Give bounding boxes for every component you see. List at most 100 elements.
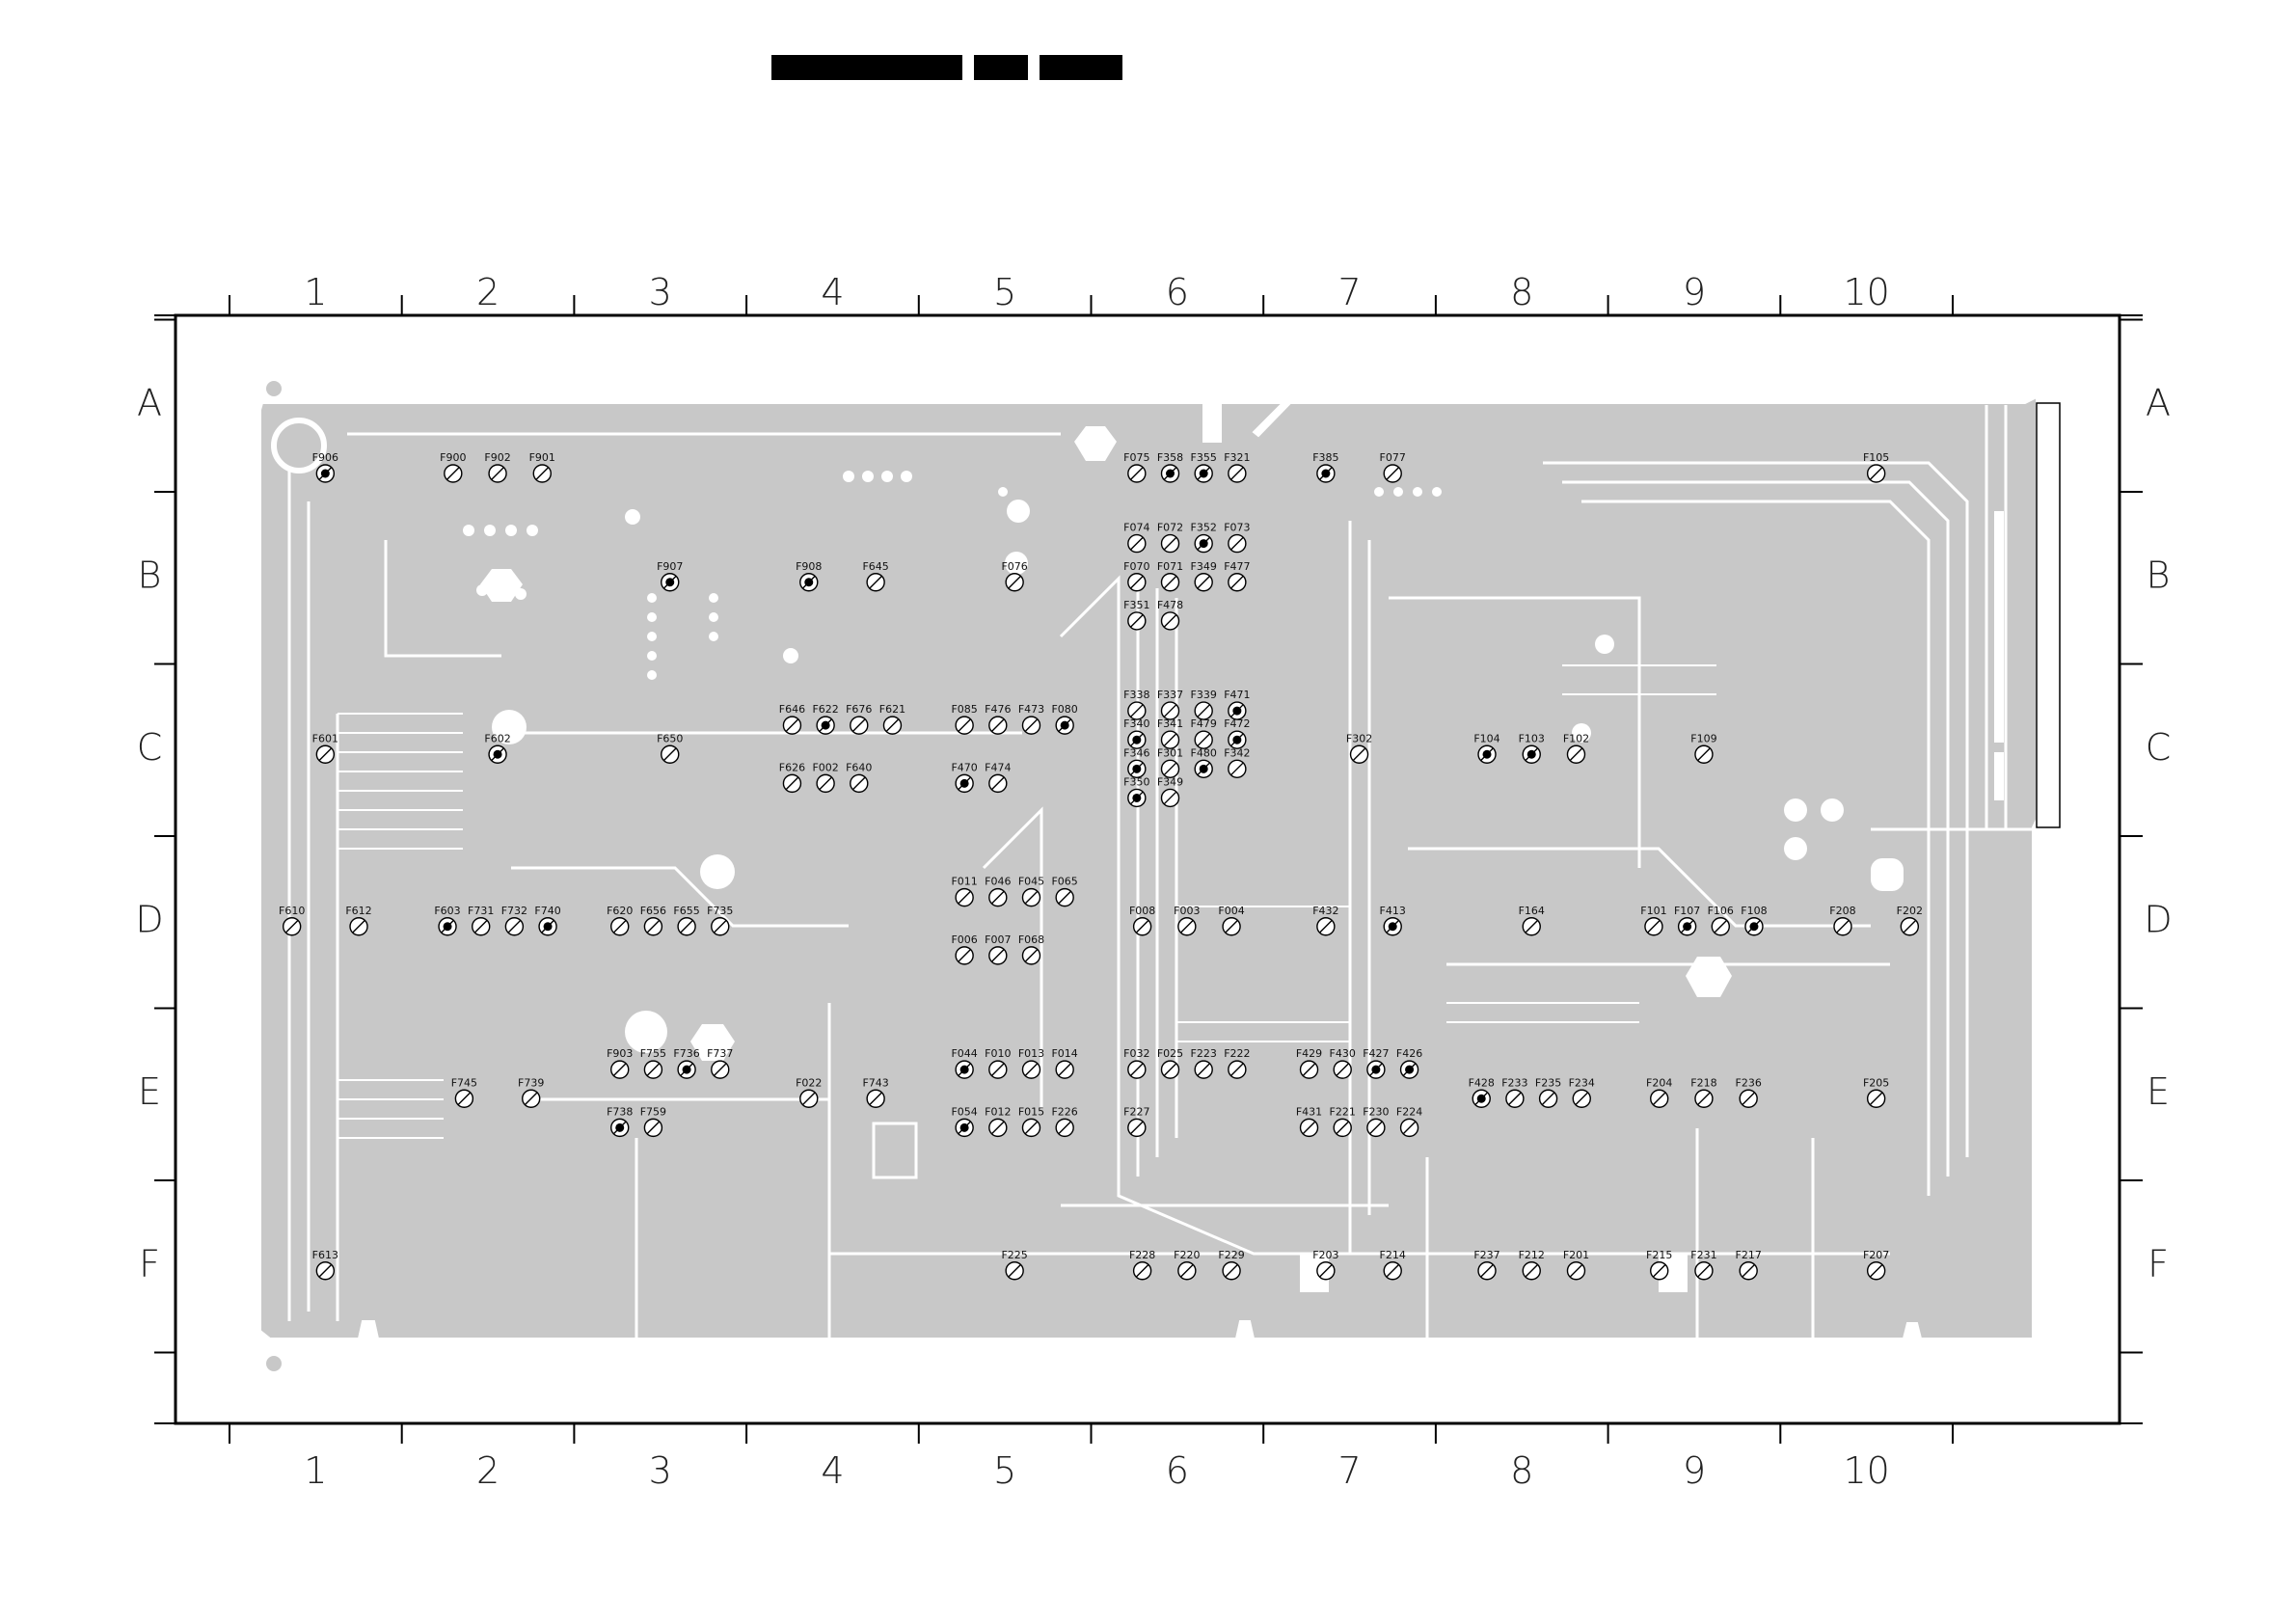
test-point-label: F236 — [1736, 1076, 1762, 1089]
test-point-f346: F346 — [1123, 746, 1150, 779]
test-point-f235: F235 — [1535, 1076, 1561, 1108]
test-point-label: F228 — [1129, 1249, 1155, 1261]
test-point-label: F340 — [1123, 717, 1149, 730]
test-point-f230: F230 — [1363, 1105, 1390, 1138]
test-point-label: F072 — [1157, 522, 1183, 534]
test-point-mark — [663, 747, 677, 761]
test-point-label: F202 — [1897, 905, 1923, 917]
test-point-label: F745 — [451, 1076, 477, 1089]
test-point-f656: F656 — [640, 905, 666, 936]
test-point-f903: F903 — [607, 1047, 633, 1079]
test-point-f413: F413 — [1380, 905, 1406, 936]
test-point-f012: F012 — [985, 1105, 1011, 1138]
test-point-label: F007 — [985, 933, 1011, 946]
ic-pads-center — [1176, 664, 1716, 1042]
test-point-label: F045 — [1018, 876, 1044, 888]
test-point-label: F621 — [879, 703, 905, 716]
test-point-f205: F205 — [1863, 1076, 1889, 1108]
test-point-label: F014 — [1051, 1047, 1077, 1060]
test-point-f610: F610 — [279, 905, 305, 936]
test-point-label: F735 — [707, 905, 733, 917]
test-point-mark — [991, 1063, 1005, 1076]
test-point-f104: F104 — [1473, 732, 1500, 764]
test-point-mark — [1714, 920, 1727, 933]
component-pads — [463, 471, 1844, 860]
test-point-mark — [885, 718, 899, 732]
test-point-f645: F645 — [862, 560, 889, 592]
test-point-dot — [1405, 1065, 1415, 1074]
test-point-mark — [785, 776, 798, 790]
redaction-bar-3 — [1040, 55, 1122, 80]
grid-column-label-top: 10 — [1843, 271, 1889, 313]
test-point-mark — [1369, 1121, 1383, 1134]
test-point-label: F385 — [1312, 451, 1338, 464]
test-point-label: F427 — [1363, 1047, 1389, 1060]
test-point-mark — [1008, 1264, 1021, 1278]
test-point-f655: F655 — [673, 905, 700, 936]
test-point-f070: F070 — [1123, 560, 1150, 592]
test-point-label: F426 — [1396, 1047, 1422, 1060]
test-point-label: F204 — [1646, 1076, 1672, 1089]
test-point-label: F025 — [1157, 1047, 1183, 1060]
test-point-mark — [1903, 920, 1916, 933]
test-point-f003: F003 — [1174, 905, 1201, 936]
test-point-label: F613 — [312, 1249, 338, 1261]
test-point-label: F736 — [673, 1047, 699, 1060]
test-point-f234: F234 — [1569, 1076, 1595, 1108]
test-point-f076: F076 — [1001, 560, 1028, 592]
test-point-f470: F470 — [951, 761, 978, 794]
test-point-f621: F621 — [879, 703, 905, 735]
test-point-mark — [1303, 1063, 1316, 1076]
test-point-mark — [1164, 791, 1177, 804]
test-point-f738: F738 — [607, 1105, 633, 1138]
test-point-label: F218 — [1690, 1076, 1716, 1089]
test-point-dot — [320, 469, 330, 478]
test-point-mark — [852, 718, 866, 732]
redaction-bar-2 — [974, 55, 1028, 80]
connector-pins-left — [338, 713, 463, 1139]
test-point-label: F077 — [1380, 451, 1406, 464]
test-point-mark — [1197, 1063, 1210, 1076]
grid-column-label-bottom: 4 — [821, 1449, 844, 1492]
test-point-f902: F902 — [484, 451, 511, 483]
test-point-label: F106 — [1708, 905, 1734, 917]
test-point-label: F676 — [846, 703, 872, 716]
test-point-f077: F077 — [1380, 451, 1406, 483]
grid-row-label-right: E — [2147, 1070, 2170, 1113]
test-point-mark — [613, 1063, 627, 1076]
header-redaction — [771, 55, 1122, 80]
test-point-label: F646 — [779, 703, 805, 716]
test-point-label: F732 — [501, 905, 527, 917]
test-point-label: F221 — [1330, 1105, 1356, 1118]
test-point-f074: F074 — [1123, 522, 1150, 554]
grid-column-label-bottom: 5 — [993, 1449, 1016, 1492]
test-point-mark — [1742, 1092, 1755, 1105]
grid-column-label-bottom: 6 — [1166, 1449, 1189, 1492]
grid-column-label-bottom: 9 — [1683, 1449, 1706, 1492]
test-point-label: F102 — [1563, 732, 1589, 744]
test-point-mark — [991, 949, 1005, 962]
test-point-mark — [1130, 1121, 1144, 1134]
test-point-f044: F044 — [951, 1047, 978, 1079]
test-point-mark — [1024, 1121, 1038, 1134]
test-point-label: F008 — [1129, 905, 1155, 917]
test-point-f480: F480 — [1191, 746, 1217, 779]
test-point-mark — [352, 920, 365, 933]
test-point-dot — [1749, 922, 1759, 932]
test-point-label: F225 — [1001, 1249, 1027, 1261]
test-point-f732: F732 — [501, 905, 527, 936]
test-point-f349: F349 — [1157, 775, 1183, 808]
test-point-label: F342 — [1224, 746, 1250, 759]
test-point-f103: F103 — [1519, 732, 1545, 764]
test-point-f208: F208 — [1829, 905, 1856, 936]
test-point-f085: F085 — [951, 703, 978, 735]
test-point-label: F337 — [1157, 689, 1183, 701]
test-point-label: F731 — [468, 905, 494, 917]
test-point-label: F341 — [1157, 717, 1183, 730]
test-point-f906: F906 — [312, 451, 338, 483]
test-point-label: F655 — [673, 905, 699, 917]
test-point-label: F622 — [812, 703, 838, 716]
test-point-f620: F620 — [607, 905, 633, 936]
test-point-label: F003 — [1174, 905, 1200, 917]
test-point-label: F203 — [1312, 1249, 1338, 1261]
